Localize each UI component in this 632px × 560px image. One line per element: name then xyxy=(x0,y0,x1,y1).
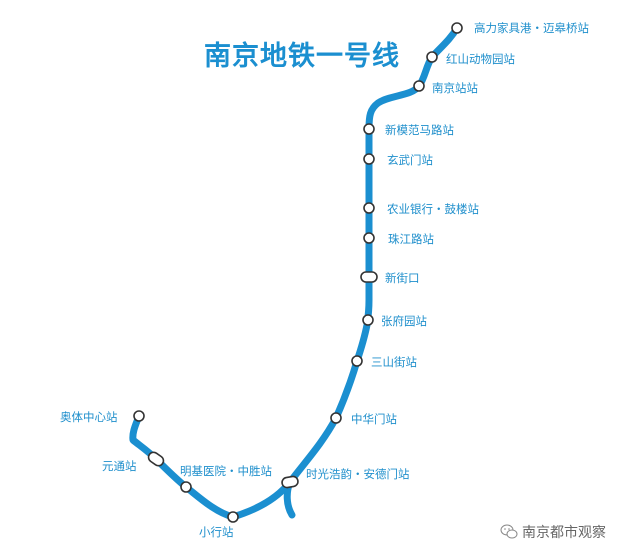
station-marker-maigaoqiao[interactable] xyxy=(451,22,463,34)
station-label-zhonghuamen: 中华门站 xyxy=(351,412,397,426)
station-label-zhujiang-lu: 珠江路站 xyxy=(388,232,434,246)
station-marker-xinmofan-malu[interactable] xyxy=(363,123,375,135)
wechat-icon xyxy=(500,524,518,539)
station-marker-zhujiang-lu[interactable] xyxy=(363,232,375,244)
station-label-olympic-center: 奥体中心站 xyxy=(60,410,118,424)
station-marker-nanjing-railway[interactable] xyxy=(413,80,425,92)
station-marker-hongshan-zoo[interactable] xyxy=(426,51,438,63)
station-label-xuanwumen: 玄武门站 xyxy=(387,153,433,167)
watermark-text: 南京都市观察 xyxy=(522,525,606,541)
station-marker-andemen[interactable] xyxy=(281,475,299,489)
station-marker-zhangfuyuan[interactable] xyxy=(362,314,374,326)
station-label-xinmofan-malu: 新模范马路站 xyxy=(385,123,454,137)
station-label-zhangfuyuan: 张府园站 xyxy=(381,314,427,328)
station-label-sanshanjie: 三山街站 xyxy=(371,355,417,369)
station-marker-gulou[interactable] xyxy=(363,202,375,214)
station-label-yuantong: 元通站 xyxy=(102,459,137,473)
station-marker-mingji-zhongsheng[interactable] xyxy=(180,481,192,493)
station-marker-xinjiekou[interactable] xyxy=(360,271,378,283)
station-marker-sanshanjie[interactable] xyxy=(351,355,363,367)
station-marker-xuanwumen[interactable] xyxy=(363,153,375,165)
watermark: 南京都市观察 xyxy=(500,522,606,542)
station-marker-yuantong[interactable] xyxy=(147,450,166,467)
station-marker-zhonghuamen[interactable] xyxy=(330,412,342,424)
station-label-maigaoqiao: 高力家具港・迈皋桥站 xyxy=(474,21,589,35)
station-label-andemen: 时光浩韵・安德门站 xyxy=(306,467,410,481)
station-label-hongshan-zoo: 红山动物园站 xyxy=(446,52,515,66)
station-label-mingji-zhongsheng: 明基医院・中胜站 xyxy=(180,464,272,478)
station-label-xiaohang: 小行站 xyxy=(199,525,234,539)
station-label-nanjing-railway: 南京站站 xyxy=(432,81,478,95)
station-label-gulou: 农业银行・鼓楼站 xyxy=(387,202,479,216)
station-marker-olympic-center[interactable] xyxy=(133,410,145,422)
station-label-xinjiekou: 新街口 xyxy=(385,271,420,285)
station-marker-xiaohang[interactable] xyxy=(227,511,239,523)
map-title: 南京地铁一号线 xyxy=(204,41,400,72)
